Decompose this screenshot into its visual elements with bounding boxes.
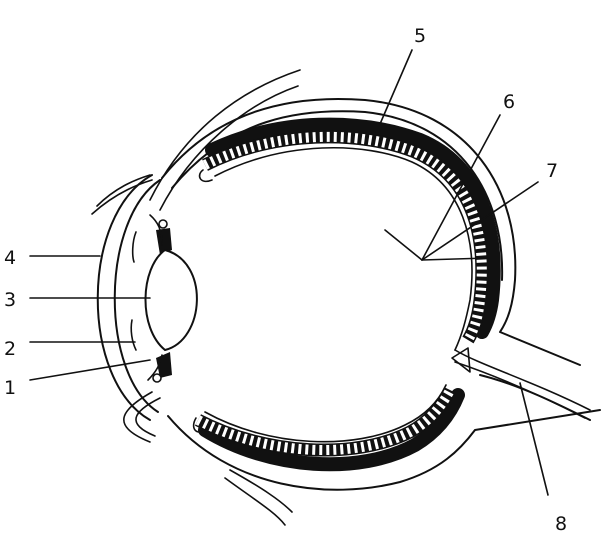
leader-line-6a <box>421 114 501 261</box>
label-2: 2 <box>4 338 16 360</box>
label-5: 5 <box>414 25 426 47</box>
leader-line-7b <box>421 257 489 261</box>
leader-lines <box>29 49 549 496</box>
leader-line-5 <box>379 49 413 125</box>
label-1: 1 <box>4 377 16 399</box>
leader-line-8 <box>519 382 549 496</box>
label-7: 7 <box>546 160 558 182</box>
leader-line-1 <box>29 359 151 381</box>
retina <box>192 130 489 457</box>
label-8: 8 <box>555 513 567 535</box>
callout-labels: 1 2 3 4 5 6 7 8 <box>4 25 567 535</box>
iris <box>130 214 172 383</box>
choroid <box>198 117 501 472</box>
label-6: 6 <box>503 91 515 113</box>
leader-line-7a <box>421 181 539 261</box>
label-4: 4 <box>4 247 16 269</box>
optic-nerve <box>451 347 591 421</box>
leader-line-6b <box>384 229 423 261</box>
lens <box>144 248 198 352</box>
vitreous-body-outline <box>204 146 473 443</box>
label-3: 3 <box>4 289 16 311</box>
